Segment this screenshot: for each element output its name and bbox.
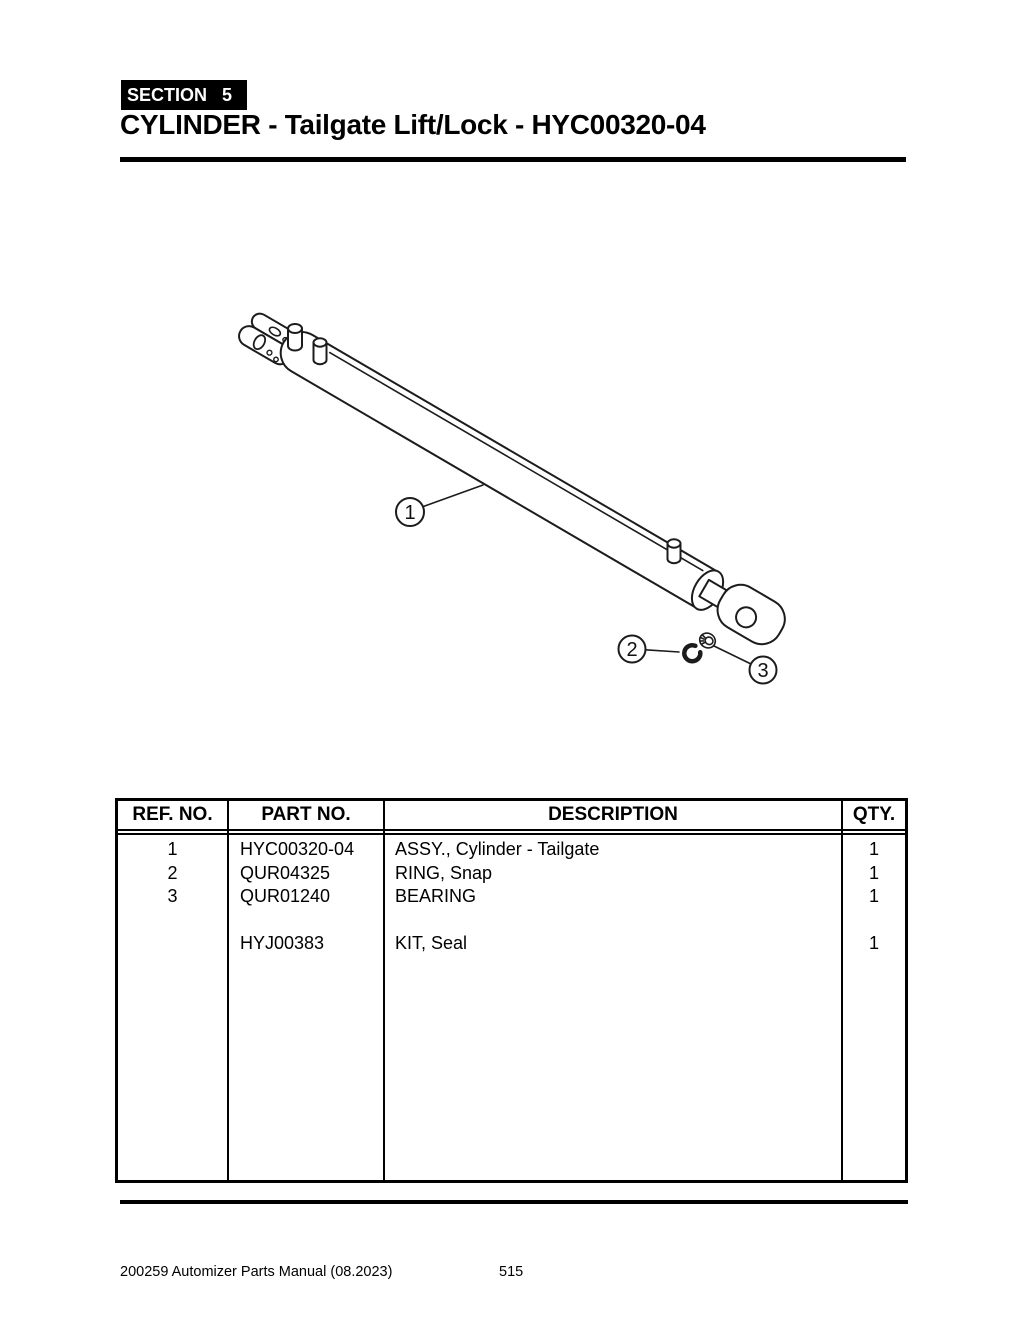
footer-manual-info: 200259 Automizer Parts Manual (08.2023) xyxy=(120,1264,393,1280)
cell-ref: 1 xyxy=(167,839,178,859)
cell-description: ASSY., Cylinder - Tailgate xyxy=(395,839,600,859)
leader-line-2 xyxy=(644,648,680,653)
column-header-description: DESCRIPTION xyxy=(385,801,841,835)
table-column-part-no: PART NO. HYC00320-04 QUR04325 QUR01240 H… xyxy=(229,801,385,1180)
section-badge-number: 5 xyxy=(221,84,232,105)
clevis-fork-slot xyxy=(268,326,282,337)
parts-table: REF. NO. 1 2 3 PART NO. HYC00320-04 QUR0… xyxy=(115,798,908,1183)
callout-3-number: 3 xyxy=(757,660,768,682)
callout-2-bubble xyxy=(617,634,647,664)
section-badge: SECTION 5 xyxy=(121,80,247,110)
leader-line-3 xyxy=(713,645,752,665)
cell-part: HYC00320-04 xyxy=(240,839,355,859)
cell-ref: 2 xyxy=(167,862,178,883)
barrel-seam-line xyxy=(328,351,704,572)
column-header-qty: QTY. xyxy=(843,801,905,835)
cell-qty: 1 xyxy=(868,839,879,859)
table-column-qty: QTY. 1 1 1 1 xyxy=(843,801,905,1180)
callout-1-number: 1 xyxy=(404,502,415,524)
rod-eye-hole xyxy=(735,606,758,629)
port-boss-top-1 xyxy=(287,323,303,352)
cell-description: KIT, Seal xyxy=(395,933,468,953)
cylinder-barrel xyxy=(279,331,720,610)
port-boss-bottom xyxy=(666,538,682,565)
column-header-part-no: PART NO. xyxy=(229,801,383,835)
clevis-pin-hole-2 xyxy=(273,356,279,363)
table-column-description: DESCRIPTION ASSY., Cylinder - Tailgate R… xyxy=(385,801,843,1180)
snap-ring xyxy=(682,643,703,664)
cell-part: QUR01240 xyxy=(240,886,331,906)
leader-line-1 xyxy=(421,484,484,508)
cell-qty: 1 xyxy=(868,862,879,883)
footer-page-number: 515 xyxy=(499,1264,524,1280)
clevis-pin-hole-1 xyxy=(266,349,273,356)
cell-qty: 1 xyxy=(868,933,879,953)
cell-description: RING, Snap xyxy=(395,862,493,883)
cell-ref: 3 xyxy=(167,886,178,906)
callout-2-number: 2 xyxy=(626,639,637,661)
bearing xyxy=(698,632,717,649)
header-rule xyxy=(120,157,906,162)
cell-description: BEARING xyxy=(395,886,477,906)
cell-part: QUR04325 xyxy=(240,862,331,883)
port-boss-top-2 xyxy=(312,337,328,366)
cell-qty: 1 xyxy=(868,886,879,906)
cell-ref xyxy=(118,932,227,956)
cylinder-assembly xyxy=(238,312,786,646)
section-badge-label: SECTION xyxy=(127,84,208,105)
cylinder-exploded-diagram: 1 2 3 xyxy=(238,312,786,685)
footer-rule xyxy=(120,1200,908,1204)
callout-1-bubble xyxy=(395,497,425,527)
column-header-ref-no: REF. NO. xyxy=(118,801,227,835)
page-title: CYLINDER - Tailgate Lift/Lock - HYC00320… xyxy=(120,109,706,140)
cell-part: HYJ00383 xyxy=(240,933,325,953)
table-column-ref-no: REF. NO. 1 2 3 xyxy=(118,801,229,1180)
callout-3-bubble xyxy=(748,655,778,685)
clevis-eye-hole xyxy=(252,334,267,351)
